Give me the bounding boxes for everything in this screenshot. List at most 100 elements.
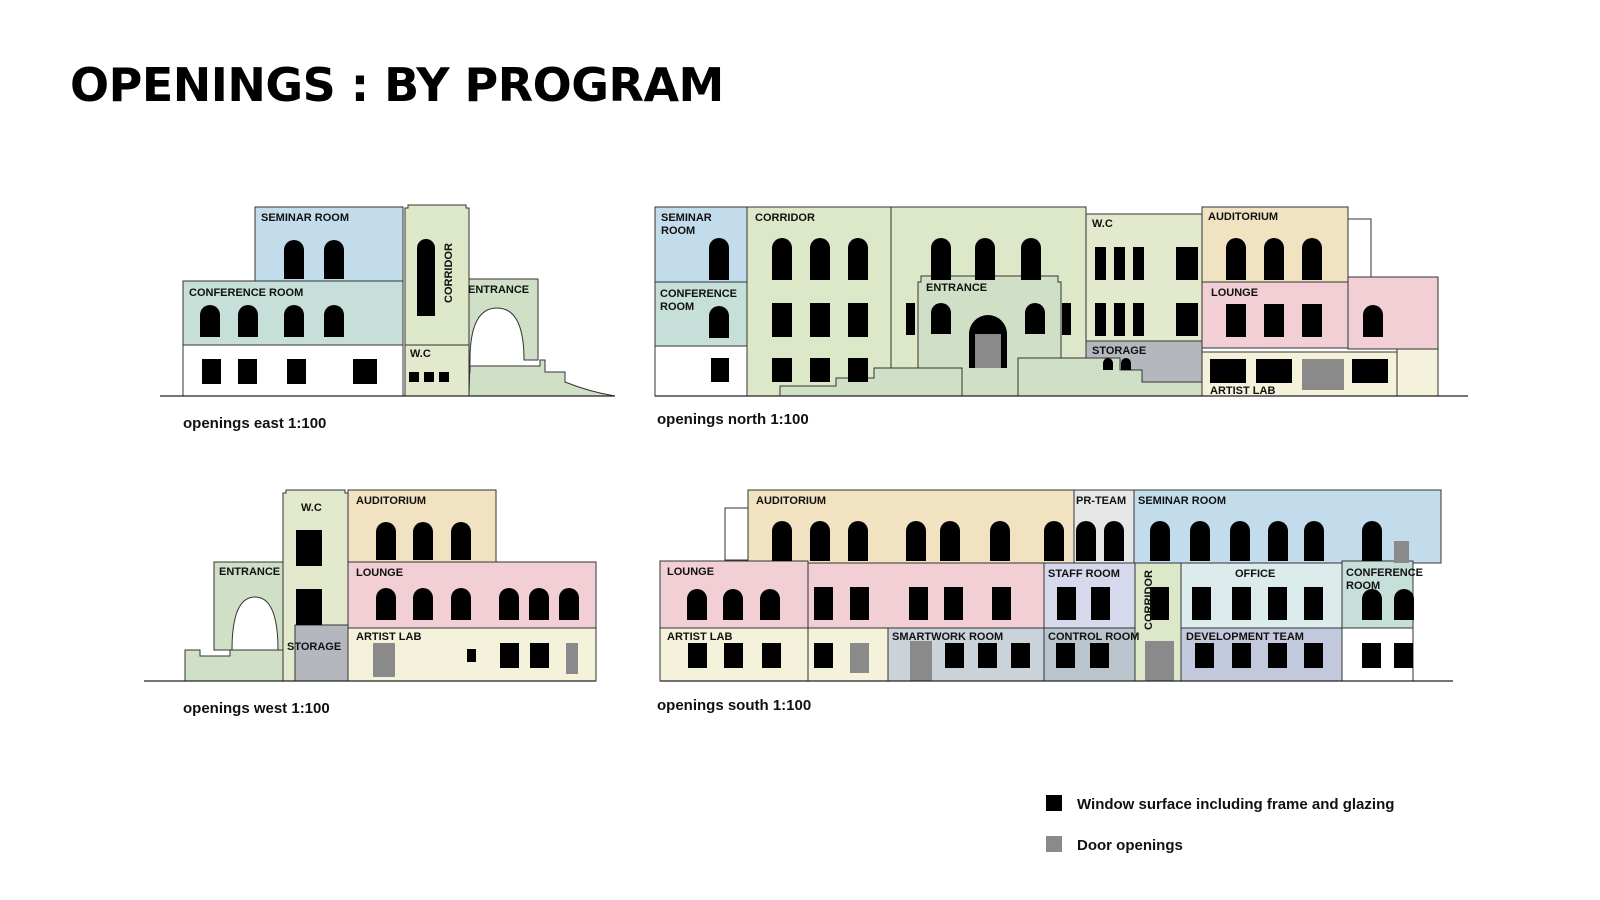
elevation-east: SEMINAR ROOM CONFERENCE ROOM CORRIDOR EN…: [160, 204, 616, 432]
label-lounge: LOUNGE: [356, 567, 403, 579]
arched-window: [376, 522, 396, 560]
arched-window: [810, 521, 830, 561]
window: [353, 359, 377, 384]
label-conference: CONFERENCE: [1346, 567, 1423, 579]
arched-window: [990, 521, 1010, 561]
window: [1256, 359, 1292, 383]
window: [1150, 587, 1169, 620]
window: [906, 303, 915, 335]
arched-window: [1230, 521, 1250, 561]
door: [1145, 641, 1174, 681]
arched-window: [810, 238, 830, 280]
arched-window: [1104, 521, 1124, 561]
window: [944, 587, 963, 620]
arched-window: [413, 588, 433, 620]
window: [1090, 643, 1109, 668]
arched-window: [1025, 303, 1045, 334]
label-smartwork-room: SMARTWORK ROOM: [892, 631, 1003, 643]
window: [772, 358, 792, 382]
label-conference: CONFERENCE: [660, 288, 737, 300]
arched-window: [1021, 238, 1041, 280]
small-arched-window: [1103, 358, 1113, 370]
arched-window: [1044, 521, 1064, 561]
label-wc: W.C: [410, 348, 431, 360]
window: [1095, 303, 1106, 336]
arched-window: [772, 238, 792, 280]
label-seminar-room: SEMINAR ROOM: [261, 212, 349, 224]
room-lounge-north-annex: [1347, 276, 1439, 350]
label-entrance: ENTRANCE: [926, 282, 987, 294]
terrain-east: [451, 359, 616, 397]
label-wc: W.C: [301, 502, 322, 514]
windows-north: [709, 238, 1388, 390]
elevation-west: W.C AUDITORIUM ENTRANCE LOUNGE ARTIST LA…: [144, 489, 597, 717]
room-conference-north: [654, 281, 748, 347]
window: [1057, 587, 1076, 620]
door: [910, 641, 932, 681]
arched-window: [709, 238, 729, 280]
window: [500, 643, 519, 668]
arched-window: [1190, 521, 1210, 561]
arched-window: [1362, 589, 1382, 620]
window: [1232, 643, 1251, 668]
arched-window: [906, 521, 926, 561]
window: [202, 359, 221, 384]
arched-window: [451, 588, 471, 620]
north-stairs-right: [1017, 357, 1203, 397]
window: [762, 643, 781, 668]
window: [1062, 303, 1071, 335]
window: [1264, 304, 1284, 337]
legend: Window surface including frame and glazi…: [1046, 795, 1394, 854]
arched-window: [772, 521, 792, 561]
window: [1302, 304, 1322, 337]
legend-window-label: Window surface including frame and glazi…: [1077, 796, 1394, 813]
window: [1362, 643, 1381, 668]
window: [1352, 359, 1388, 383]
label-lounge: LOUNGE: [1211, 287, 1258, 299]
ground-floor-north: [654, 345, 748, 397]
window: [287, 359, 306, 384]
window: [814, 587, 833, 620]
label-artist-lab: ARTIST LAB: [1210, 385, 1275, 397]
window: [1394, 643, 1413, 668]
label-room: ROOM: [661, 225, 695, 237]
terrain-west: [184, 649, 299, 682]
label-artist-lab: ARTIST LAB: [667, 631, 732, 643]
arched-window: [324, 240, 344, 279]
label-corridor: CORRIDOR: [1143, 570, 1155, 630]
caption-west: openings west 1:100: [183, 700, 330, 717]
arched-window: [238, 305, 258, 337]
arched-window: [284, 305, 304, 337]
door: [850, 643, 869, 673]
arched-window: [559, 588, 579, 620]
entrance-door: [975, 334, 1001, 368]
arched-window: [931, 238, 951, 280]
window: [1268, 643, 1287, 668]
window: [848, 303, 868, 337]
page-title: OPENINGS : BY PROGRAM: [70, 58, 724, 112]
window: [1133, 303, 1144, 336]
arched-window: [284, 240, 304, 279]
arched-window: [760, 589, 780, 620]
window: [530, 643, 549, 668]
window: [1192, 587, 1211, 620]
arched-window: [200, 305, 220, 337]
window: [945, 643, 964, 668]
window: [1114, 303, 1125, 336]
room-entrance-east: [468, 278, 539, 397]
window: [810, 358, 830, 382]
window: [1232, 587, 1251, 620]
arched-window: [324, 305, 344, 337]
window: [1304, 587, 1323, 620]
arched-window: [1226, 238, 1246, 280]
legend-door-swatch: [1046, 836, 1062, 852]
label-seminar-room: SEMINAR ROOM: [1138, 495, 1226, 507]
window: [1176, 247, 1198, 280]
label-entrance: ENTRANCE: [219, 566, 280, 578]
arched-window: [1302, 238, 1322, 280]
arched-window: [1304, 521, 1324, 561]
window: [978, 643, 997, 668]
window: [909, 587, 928, 620]
label-development-team: DEVELOPMENT TEAM: [1186, 631, 1304, 643]
